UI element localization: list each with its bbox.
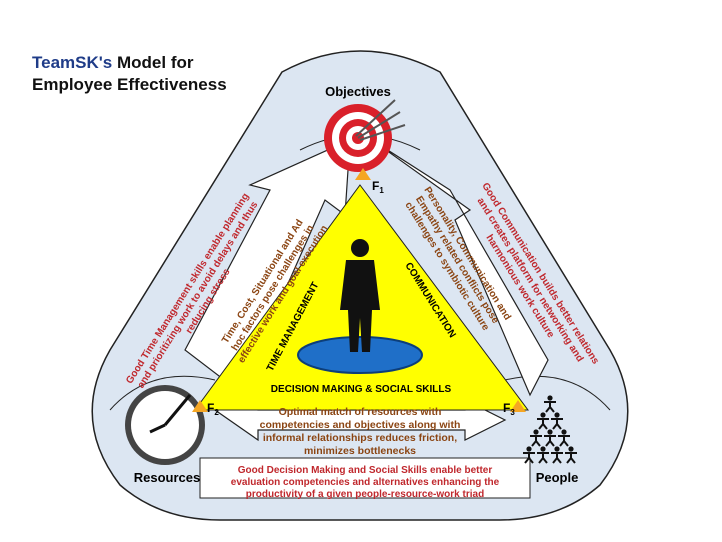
person-figure-body — [544, 401, 556, 413]
f2-marker — [192, 400, 208, 412]
arc-left — [109, 375, 216, 411]
factor-f3: F3 — [503, 401, 515, 417]
person-figure-body — [558, 435, 570, 447]
person-figure-head — [547, 429, 553, 435]
person-figure-body — [537, 418, 549, 430]
node-objectives: Objectives — [325, 84, 391, 99]
svg-text:Optimal match of resources wit: Optimal match of resources with — [279, 406, 442, 418]
person-figure-head — [540, 412, 546, 418]
platform — [297, 336, 423, 374]
person-figure-head — [568, 446, 574, 452]
svg-text:productivity of a given people: productivity of a given people-resource-… — [246, 489, 484, 500]
person-figure-head — [561, 429, 567, 435]
person-figure-head — [547, 395, 553, 401]
clock-icon — [125, 385, 205, 465]
svg-text:Good Decision Making and Socia: Good Decision Making and Social Skills e… — [238, 465, 493, 476]
title-line-1: TeamSK's Model for — [32, 53, 194, 72]
bottom-inner-text: Optimal match of resources with competen… — [260, 406, 461, 457]
node-people: People — [536, 470, 579, 485]
node-resources: Resources — [134, 470, 200, 485]
people-pyramid-icon — [523, 395, 577, 464]
arc-right — [504, 375, 611, 411]
person-figure-head — [554, 412, 560, 418]
person-figure-head — [554, 446, 560, 452]
svg-text:competencies and objectives al: competencies and objectives along with — [260, 419, 461, 431]
svg-text:minimizes bottlenecks: minimizes bottlenecks — [304, 445, 416, 457]
title-line-2: Employee Effectiveness — [32, 75, 227, 94]
label-decision-making: DECISION MAKING & SOCIAL SKILLS — [271, 384, 452, 395]
person-figure-head — [540, 446, 546, 452]
person-figure-head — [526, 446, 532, 452]
person-figure-body — [530, 435, 542, 447]
person-figure-body — [523, 452, 535, 464]
f3-marker — [510, 400, 526, 412]
person-figure-body — [565, 452, 577, 464]
person-figure-head — [533, 429, 539, 435]
factor-f2: F2 — [207, 401, 219, 417]
factor-f1: F1 — [372, 179, 384, 195]
person-figure-body — [551, 418, 563, 430]
person-figure-body — [544, 435, 556, 447]
businessman-icon — [340, 239, 380, 352]
svg-text:informal relationships reduces: informal relationships reduces friction, — [263, 432, 457, 444]
f1-marker — [355, 168, 371, 180]
person-figure-body — [551, 452, 563, 464]
target-icon — [324, 99, 406, 172]
person-figure-body — [537, 452, 549, 464]
bottom-outer-band — [199, 457, 531, 499]
svg-text:evaluation competencies and al: evaluation competencies and alternatives… — [231, 477, 500, 488]
decision-band — [255, 376, 470, 400]
bottom-outer-text: Good Decision Making and Social Skills e… — [231, 465, 500, 500]
